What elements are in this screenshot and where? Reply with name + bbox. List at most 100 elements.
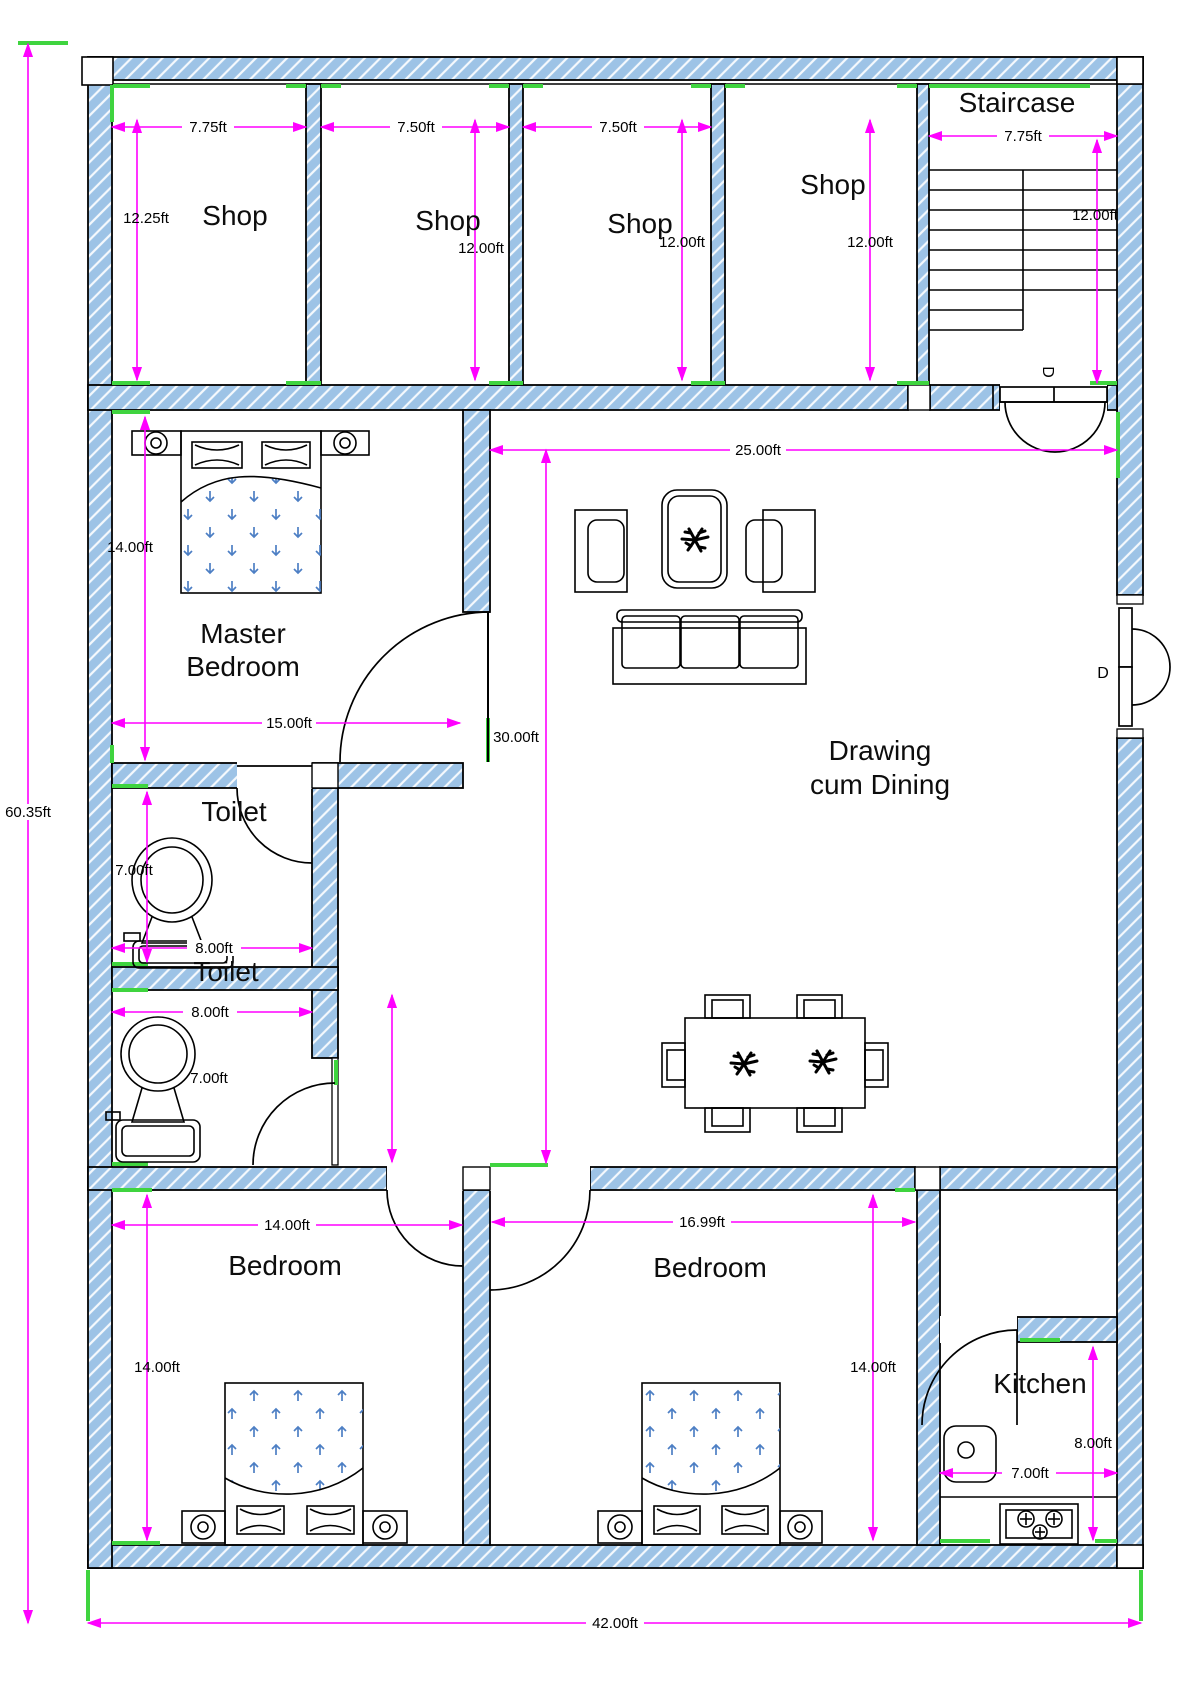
wall-shop2-shop3 xyxy=(508,83,524,386)
pillow xyxy=(261,441,311,469)
shop2-width-dim: 7.50ft xyxy=(397,119,435,136)
side-door-panel-bottom xyxy=(1118,666,1133,727)
pillow xyxy=(653,1505,701,1535)
bedroom2-door-swing xyxy=(489,1189,591,1291)
armchair-right xyxy=(762,509,816,593)
wall-kitchen-left xyxy=(916,1189,941,1546)
shop1-label: Shop xyxy=(202,200,267,231)
wall-master-right xyxy=(462,409,491,613)
pillow xyxy=(721,1505,769,1535)
kitchen-fixtures xyxy=(940,1425,1117,1545)
wall-right-lower xyxy=(1116,737,1144,1569)
overall-height-dim: 60.35ft xyxy=(5,804,52,821)
bedroom2-bed xyxy=(597,1382,823,1546)
toilet2-height-dim: 7.00ft xyxy=(190,1070,228,1087)
toilet1-door-swing xyxy=(236,787,313,864)
toilet2-door-swing xyxy=(252,1082,336,1166)
sofa-base xyxy=(612,627,807,685)
dimension-label-backgrounds xyxy=(2,119,1056,1631)
wall-bedroom-divider xyxy=(462,1189,491,1546)
bedroom1-label: Bedroom xyxy=(228,1250,342,1281)
kitchen-sink xyxy=(943,1425,997,1483)
blanket-edge xyxy=(224,1467,364,1495)
wall-toilet-right xyxy=(311,787,339,1059)
staircase-door-label: D xyxy=(1039,366,1056,378)
plant-icon xyxy=(729,1051,759,1077)
master-bedroom-width-dim: 15.00ft xyxy=(266,715,313,732)
shop3-width-dim: 7.50ft xyxy=(599,119,637,136)
toilet1-label: Toilet xyxy=(201,796,267,827)
wall-bedrooms-top xyxy=(87,1166,388,1191)
shop2-label: Shop xyxy=(415,205,480,236)
kitchen-label: Kitchen xyxy=(993,1368,1086,1399)
dining-set xyxy=(661,994,889,1133)
sofa-cushion xyxy=(739,615,799,669)
nightstand xyxy=(362,1510,408,1544)
bedroom1-height-dim: 14.00ft xyxy=(134,1359,181,1376)
dimension-lines xyxy=(22,42,1143,1629)
shop1-width-dim: 7.75ft xyxy=(189,119,227,136)
master-bed xyxy=(131,430,370,594)
shop1-height-dim: 12.25ft xyxy=(123,210,170,227)
plant-icon xyxy=(808,1049,838,1075)
plant-icon xyxy=(680,527,710,553)
column-top-left xyxy=(81,56,114,86)
column-bottom-right xyxy=(1116,1544,1144,1569)
toilet2-width-dim: 8.00ft xyxy=(191,1004,229,1021)
wall-left xyxy=(87,56,113,1569)
staircase-height-dim: 12.00ft xyxy=(1072,207,1119,224)
shop3-height-dim: 12.00ft xyxy=(659,234,706,251)
pillow xyxy=(191,441,243,469)
master-bedroom-label-1: Master xyxy=(200,618,286,649)
shop3-label: Shop xyxy=(607,208,672,239)
bedroom2-height-dim: 14.00ft xyxy=(850,1359,897,1376)
dining-table xyxy=(684,1017,866,1109)
doors xyxy=(236,385,1171,1426)
coffee-table xyxy=(661,489,728,589)
overall-width-dim: 42.00ft xyxy=(592,1615,639,1632)
armchair-left xyxy=(574,509,628,593)
living-set xyxy=(574,489,816,685)
opening-markers xyxy=(18,41,1143,1621)
bedroom1-width-dim: 14.00ft xyxy=(264,1217,311,1234)
staircase-treads xyxy=(929,169,1117,331)
side-door-swing-top xyxy=(1131,628,1171,668)
toilet2-fixtures xyxy=(105,1016,201,1163)
drawing-dining-label-2: cum Dining xyxy=(810,769,950,800)
blanket-edge xyxy=(180,475,322,503)
pillow xyxy=(236,1505,285,1535)
nightstand xyxy=(597,1510,643,1544)
kitchen-height-dim: 8.00ft xyxy=(1074,1435,1112,1452)
kitchen-door-swing xyxy=(921,1329,1018,1426)
shop4-label: Shop xyxy=(800,169,865,200)
kitchen-width-dim: 7.00ft xyxy=(1011,1465,1049,1482)
drawing-dining-width-dim: 25.00ft xyxy=(735,442,782,459)
toilet2-label: Toilet xyxy=(193,956,259,987)
drawing-dining-label-1: Drawing xyxy=(829,735,932,766)
drawing-dining-height-dim: 30.00ft xyxy=(493,729,540,746)
blanket-edge xyxy=(641,1467,781,1495)
wall-bottom xyxy=(87,1544,1144,1569)
side-door-swing-bottom xyxy=(1131,666,1171,706)
sofa-cushion xyxy=(680,615,740,669)
sofa-cushion xyxy=(621,615,681,669)
bedroom2-label: Bedroom xyxy=(653,1252,767,1283)
wall-shop1-shop2 xyxy=(305,83,322,386)
master-bedroom-label-2: Bedroom xyxy=(186,651,300,682)
column-top-right xyxy=(1116,56,1144,85)
master-bedroom-height-dim: 14.00ft xyxy=(107,539,154,556)
nightstand xyxy=(131,430,182,456)
wall-right-upper xyxy=(1116,56,1144,596)
shop4-height-dim: 12.00ft xyxy=(847,234,894,251)
wall-shop4-staircase xyxy=(916,83,930,386)
wall-top xyxy=(87,56,1144,81)
toilet1-width-dim: 8.00ft xyxy=(195,940,233,957)
toilet1-height-dim: 7.00ft xyxy=(115,862,153,879)
pillow xyxy=(306,1505,355,1535)
stove xyxy=(999,1503,1079,1545)
wall-shop3-shop4 xyxy=(710,83,726,386)
shop2-height-dim: 12.00ft xyxy=(458,240,505,257)
staircase-label: Staircase xyxy=(959,87,1076,118)
